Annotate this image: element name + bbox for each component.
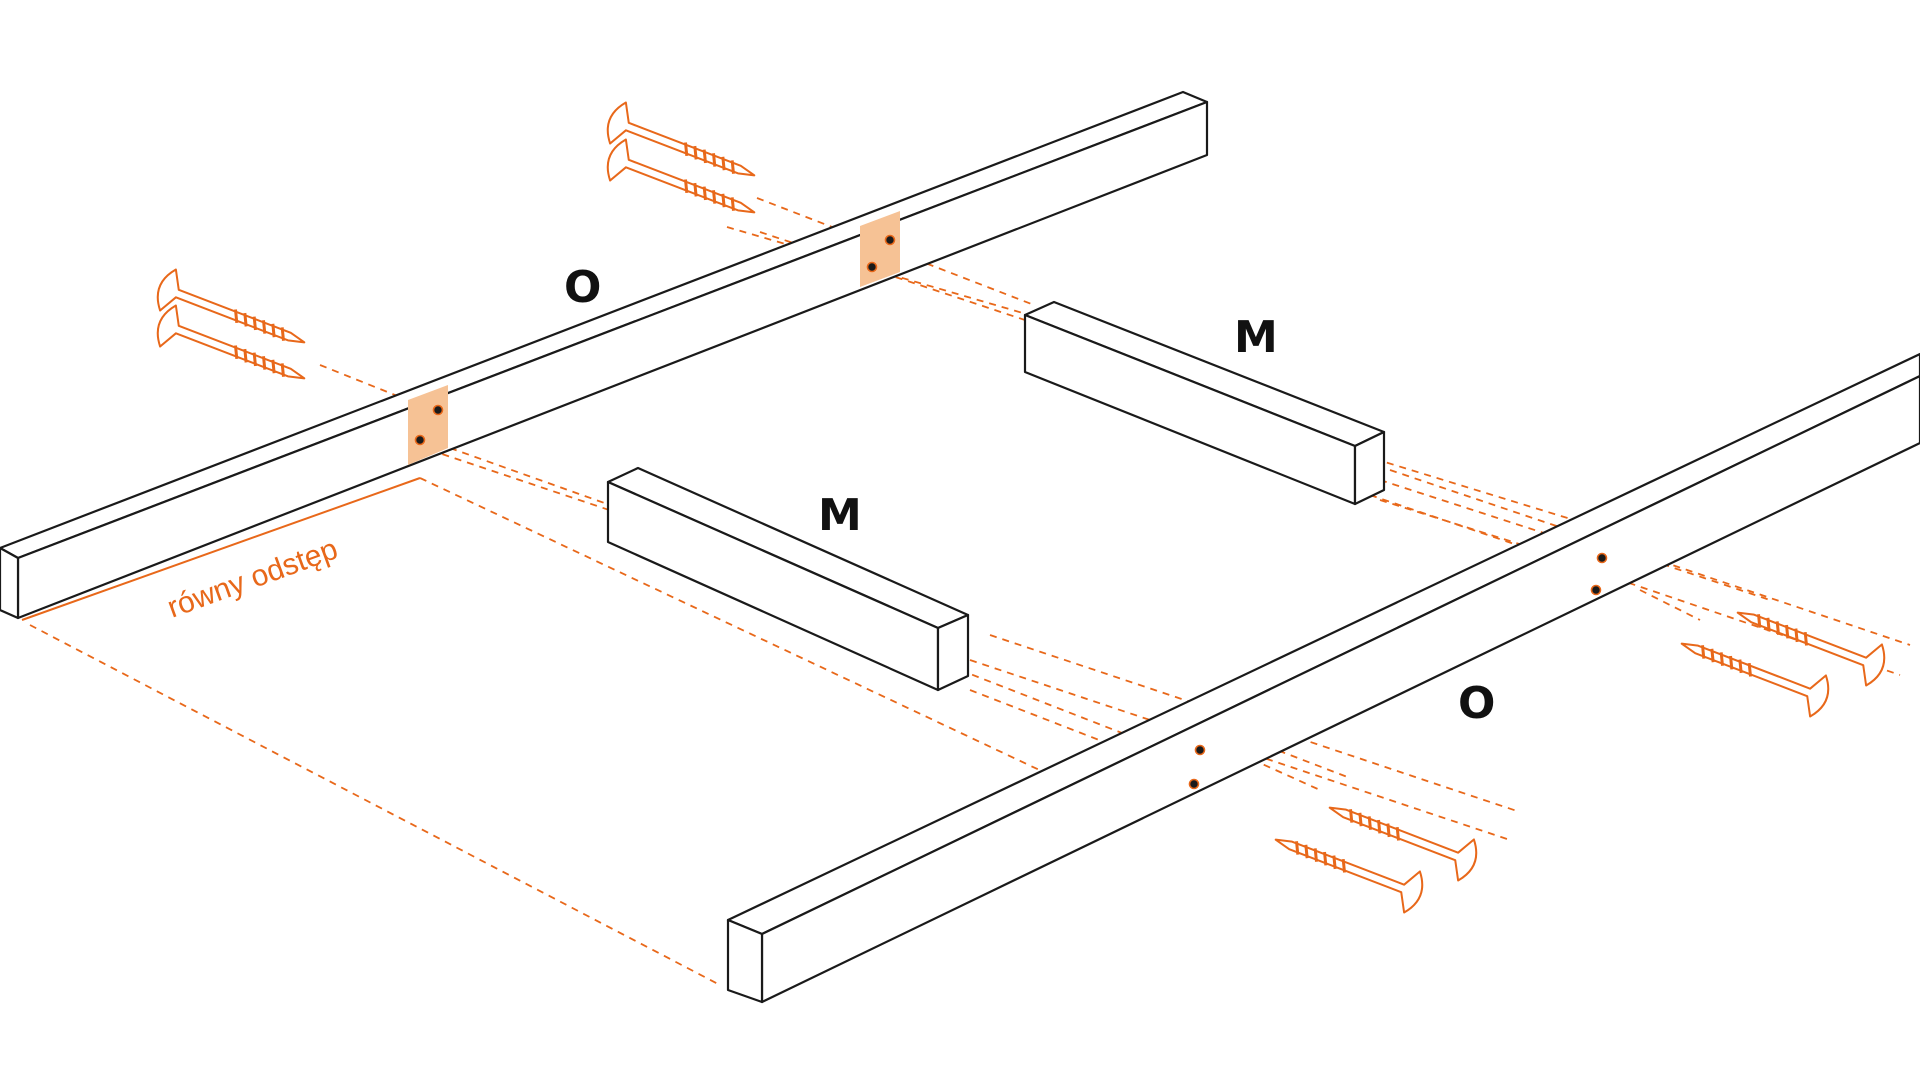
spacer-front [606,466,970,692]
rail-right [726,352,1920,1004]
rail-left [0,90,1209,620]
label-rail-right: O [1458,678,1495,729]
label-rail-left: O [564,262,601,313]
screw-hole-icon [884,234,896,246]
screw-hole-icon [1590,584,1602,596]
label-spacer-back: M [1234,312,1278,363]
screw-hole-icon [866,261,878,273]
label-spacer-front: M [818,490,862,541]
screw-hole-icon [414,434,426,446]
spacing-measure-line [21,477,421,621]
screw-hole-icon [432,404,444,416]
screw-hole-icon [1194,744,1206,756]
screw-hole-icon [1188,778,1200,790]
screw-hole-icon [1596,552,1608,564]
spacer-back [1023,300,1386,506]
